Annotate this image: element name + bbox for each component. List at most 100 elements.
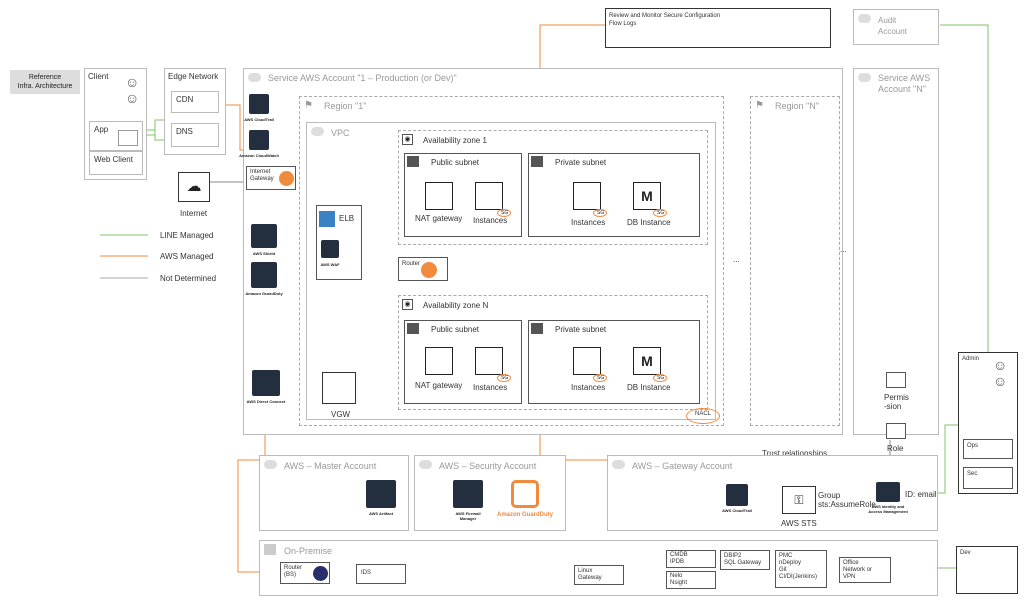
direct-connect-label: AWS Direct Connect [246,399,286,404]
id-email-label: ID: email [905,490,937,499]
permission-icon [886,372,906,388]
sg-label: SG [597,375,605,381]
instances-icon [573,182,601,210]
direct-connect-icon [252,370,280,396]
cloudtrail-icon [726,484,748,506]
sg-oval [497,209,511,217]
sg-oval [593,374,607,382]
line-audit-admin [940,24,989,352]
guardduty-label: Amazon GuardDuty [245,291,283,296]
router-icon [313,566,328,581]
gateway-title: AWS – Gateway Account [632,461,733,471]
location-icon: ◉ [402,299,413,310]
cloudtrail-label: AWS CloudTrail [244,117,274,122]
elb-label: ELB [339,214,355,223]
linux-label: Linux Gateway [578,568,602,581]
users-icon: ☺☺ [993,357,1008,389]
reference-label: Reference Infra. Architecture [10,70,80,94]
cloud-icon [858,14,871,23]
az-n: ◉ Availability zone N [398,295,708,410]
private-subnet-n: Private subnet Instances SG M DB Instanc… [528,320,700,404]
master-title: AWS – Master Account [284,461,377,471]
audit-account: Audit Account [853,9,939,45]
internet-gateway-box: Internet Gateway [246,166,296,190]
shield-icon [251,224,277,248]
edge-title: Edge Network [168,72,219,81]
admin-sec: Sec [963,467,1013,489]
instances-label: Instances [473,383,508,392]
ellipsis-region: ... [733,255,740,264]
public-subnet-label: Public subnet [431,325,480,334]
artifact-label: AWS Artifact [368,511,394,516]
private-subnet-label: Private subnet [555,158,607,167]
nat-gateway-icon [425,347,453,375]
guardduty-icon [251,262,277,288]
cloudtrail-icon [249,94,269,114]
public-subnet-1: Public subnet NAT gateway Instances SG [404,153,522,237]
sg-label: SG [657,375,665,381]
line-review [539,24,605,68]
iam-label: AWS Identity and Access Management [868,504,908,514]
region-n: ⚑ Region "N" [750,96,840,426]
client-app: App [89,121,143,151]
waf-icon [321,240,339,258]
internet-gateway-label: Internet Gateway [250,169,274,182]
instances-icon [475,347,503,375]
permission-label: Permis -sion [884,393,909,411]
ellipsis-n: ... [840,245,847,254]
dns-label: DNS [176,127,193,136]
on-premise: On-Premise Router (BS) IDS Linux Gateway… [259,540,938,596]
guardduty-big-icon [511,480,539,508]
flag-icon: ⚑ [304,100,313,111]
cdn-label: CDN [176,95,194,104]
legend-aws: AWS Managed [160,252,214,261]
web-client-label: Web Client [94,155,133,164]
router-label: Router [402,261,421,267]
onprem-router-label: Router (BS) [284,565,303,578]
vgw-icon [322,372,356,404]
cloud-icon [858,73,871,82]
router-icon [421,262,437,278]
elb-box: ELB AWS WAF [316,205,362,280]
cloud-icon [311,127,324,136]
nacl-label: NACL [695,411,712,417]
flag-icon: ⚑ [755,100,764,111]
waf-label: AWS WAF [320,262,340,267]
lock-icon [407,323,419,334]
nat-gateway-label: NAT gateway [415,214,463,223]
instances-label: Instances [571,383,606,392]
private-subnet-label: Private subnet [555,325,607,334]
cloudwatch-icon [249,130,269,150]
gateway-account: AWS – Gateway Account AWS CloudTrail ⚿ A… [607,455,938,531]
elb-icon [319,211,335,227]
admin-title: Admin [962,356,980,362]
cloud-icon [264,460,277,469]
sg-oval [497,374,511,382]
sg-label: SG [657,210,665,216]
firewall-label: AWS Firewall Manager [455,511,481,521]
onprem-cmdb: CMDB IPDB [666,550,716,568]
edge-cdn: CDN [171,91,219,113]
internet-label: Internet [180,209,208,218]
internet-icon: ☁ [178,172,210,202]
db-icon: M [633,182,661,210]
trust-label: Trust relationships [762,449,828,458]
client-title: Client [88,72,109,81]
igw-icon [279,171,294,186]
sg-label: SG [501,375,509,381]
onprem-linux: Linux Gateway [574,565,624,585]
public-subnet-n: Public subnet NAT gateway Instances SG [404,320,522,404]
nat-gateway-icon [425,182,453,210]
app-label: App [94,125,109,134]
cloudtrail-label: AWS CloudTrail [722,508,752,513]
vgw-label: VGW [331,410,351,419]
ops-label: Ops [967,443,979,449]
vpc: VPC [306,122,716,420]
office-label: Office Network or VPN [843,560,873,580]
regionN-title: Region "N" [775,101,819,111]
nat-gateway-label: NAT gateway [415,381,463,390]
lock-icon [407,156,419,167]
instances-label: Instances [571,218,606,227]
cloud-icon [248,73,261,82]
public-subnet-label: Public subnet [431,158,480,167]
